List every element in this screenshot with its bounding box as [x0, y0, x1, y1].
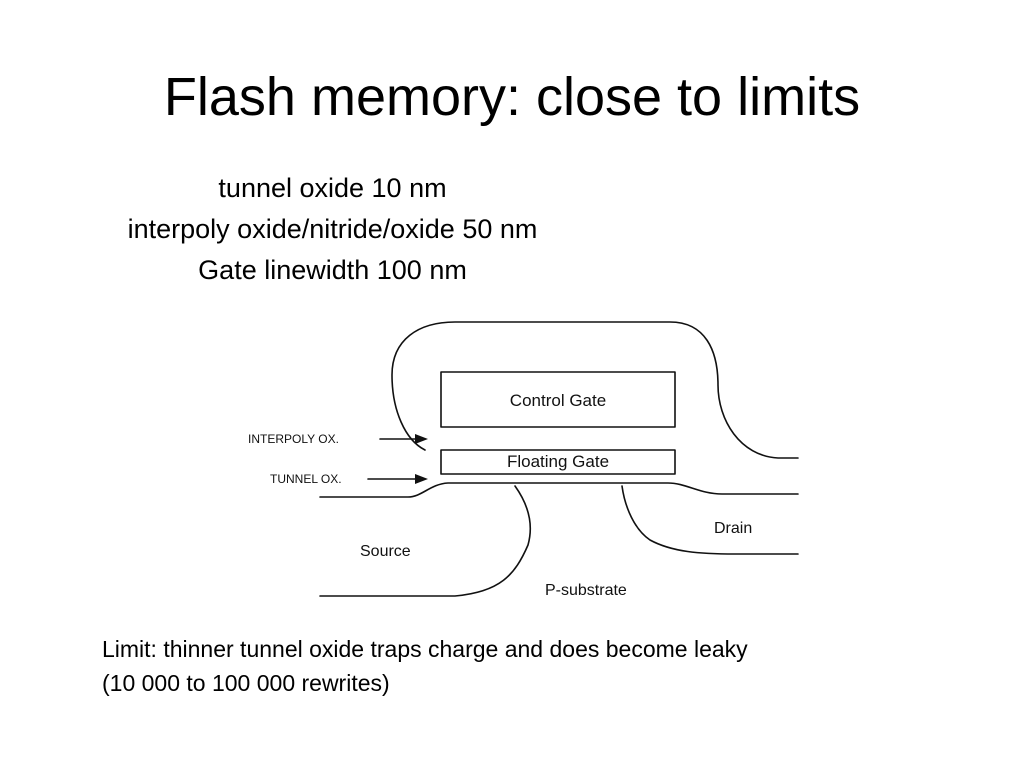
oxide-envelope-outline: [391, 321, 799, 459]
spec-interpoly-oxide: interpoly oxide/nitride/oxide 50 nm: [127, 214, 538, 244]
spec-tunnel-oxide: tunnel oxide 10 nm: [218, 173, 447, 203]
spec-list: tunnel oxide 10 nm interpoly oxide/nitri…: [40, 168, 625, 291]
slide-title: Flash memory: close to limits: [163, 67, 861, 127]
substrate-surface-line: [319, 482, 799, 498]
spec-gate-linewidth: Gate linewidth 100 nm: [198, 255, 467, 285]
interpoly-ox-arrowhead: [415, 434, 428, 444]
limit-caption: Limit: thinner tunnel oxide traps charge…: [102, 632, 962, 700]
floating-gate-label: Floating Gate: [507, 452, 609, 471]
drain-label: Drain: [714, 520, 752, 537]
interpoly-ox-label: INTERPOLY OX.: [248, 432, 339, 446]
tunnel-ox-arrowhead: [415, 474, 428, 484]
caption-line-2: (10 000 to 100 000 rewrites): [102, 670, 390, 696]
tunnel-ox-label: TUNNEL OX.: [270, 472, 342, 486]
drain-junction-line: [621, 485, 799, 555]
control-gate-block: [440, 371, 676, 428]
caption-line-1: Limit: thinner tunnel oxide traps charge…: [102, 636, 748, 662]
source-label: Source: [360, 543, 411, 560]
source-junction-line: [319, 485, 532, 597]
substrate-label: P-substrate: [545, 582, 627, 599]
floating-gate-block: [440, 449, 676, 475]
control-gate-label: Control Gate: [510, 391, 606, 410]
